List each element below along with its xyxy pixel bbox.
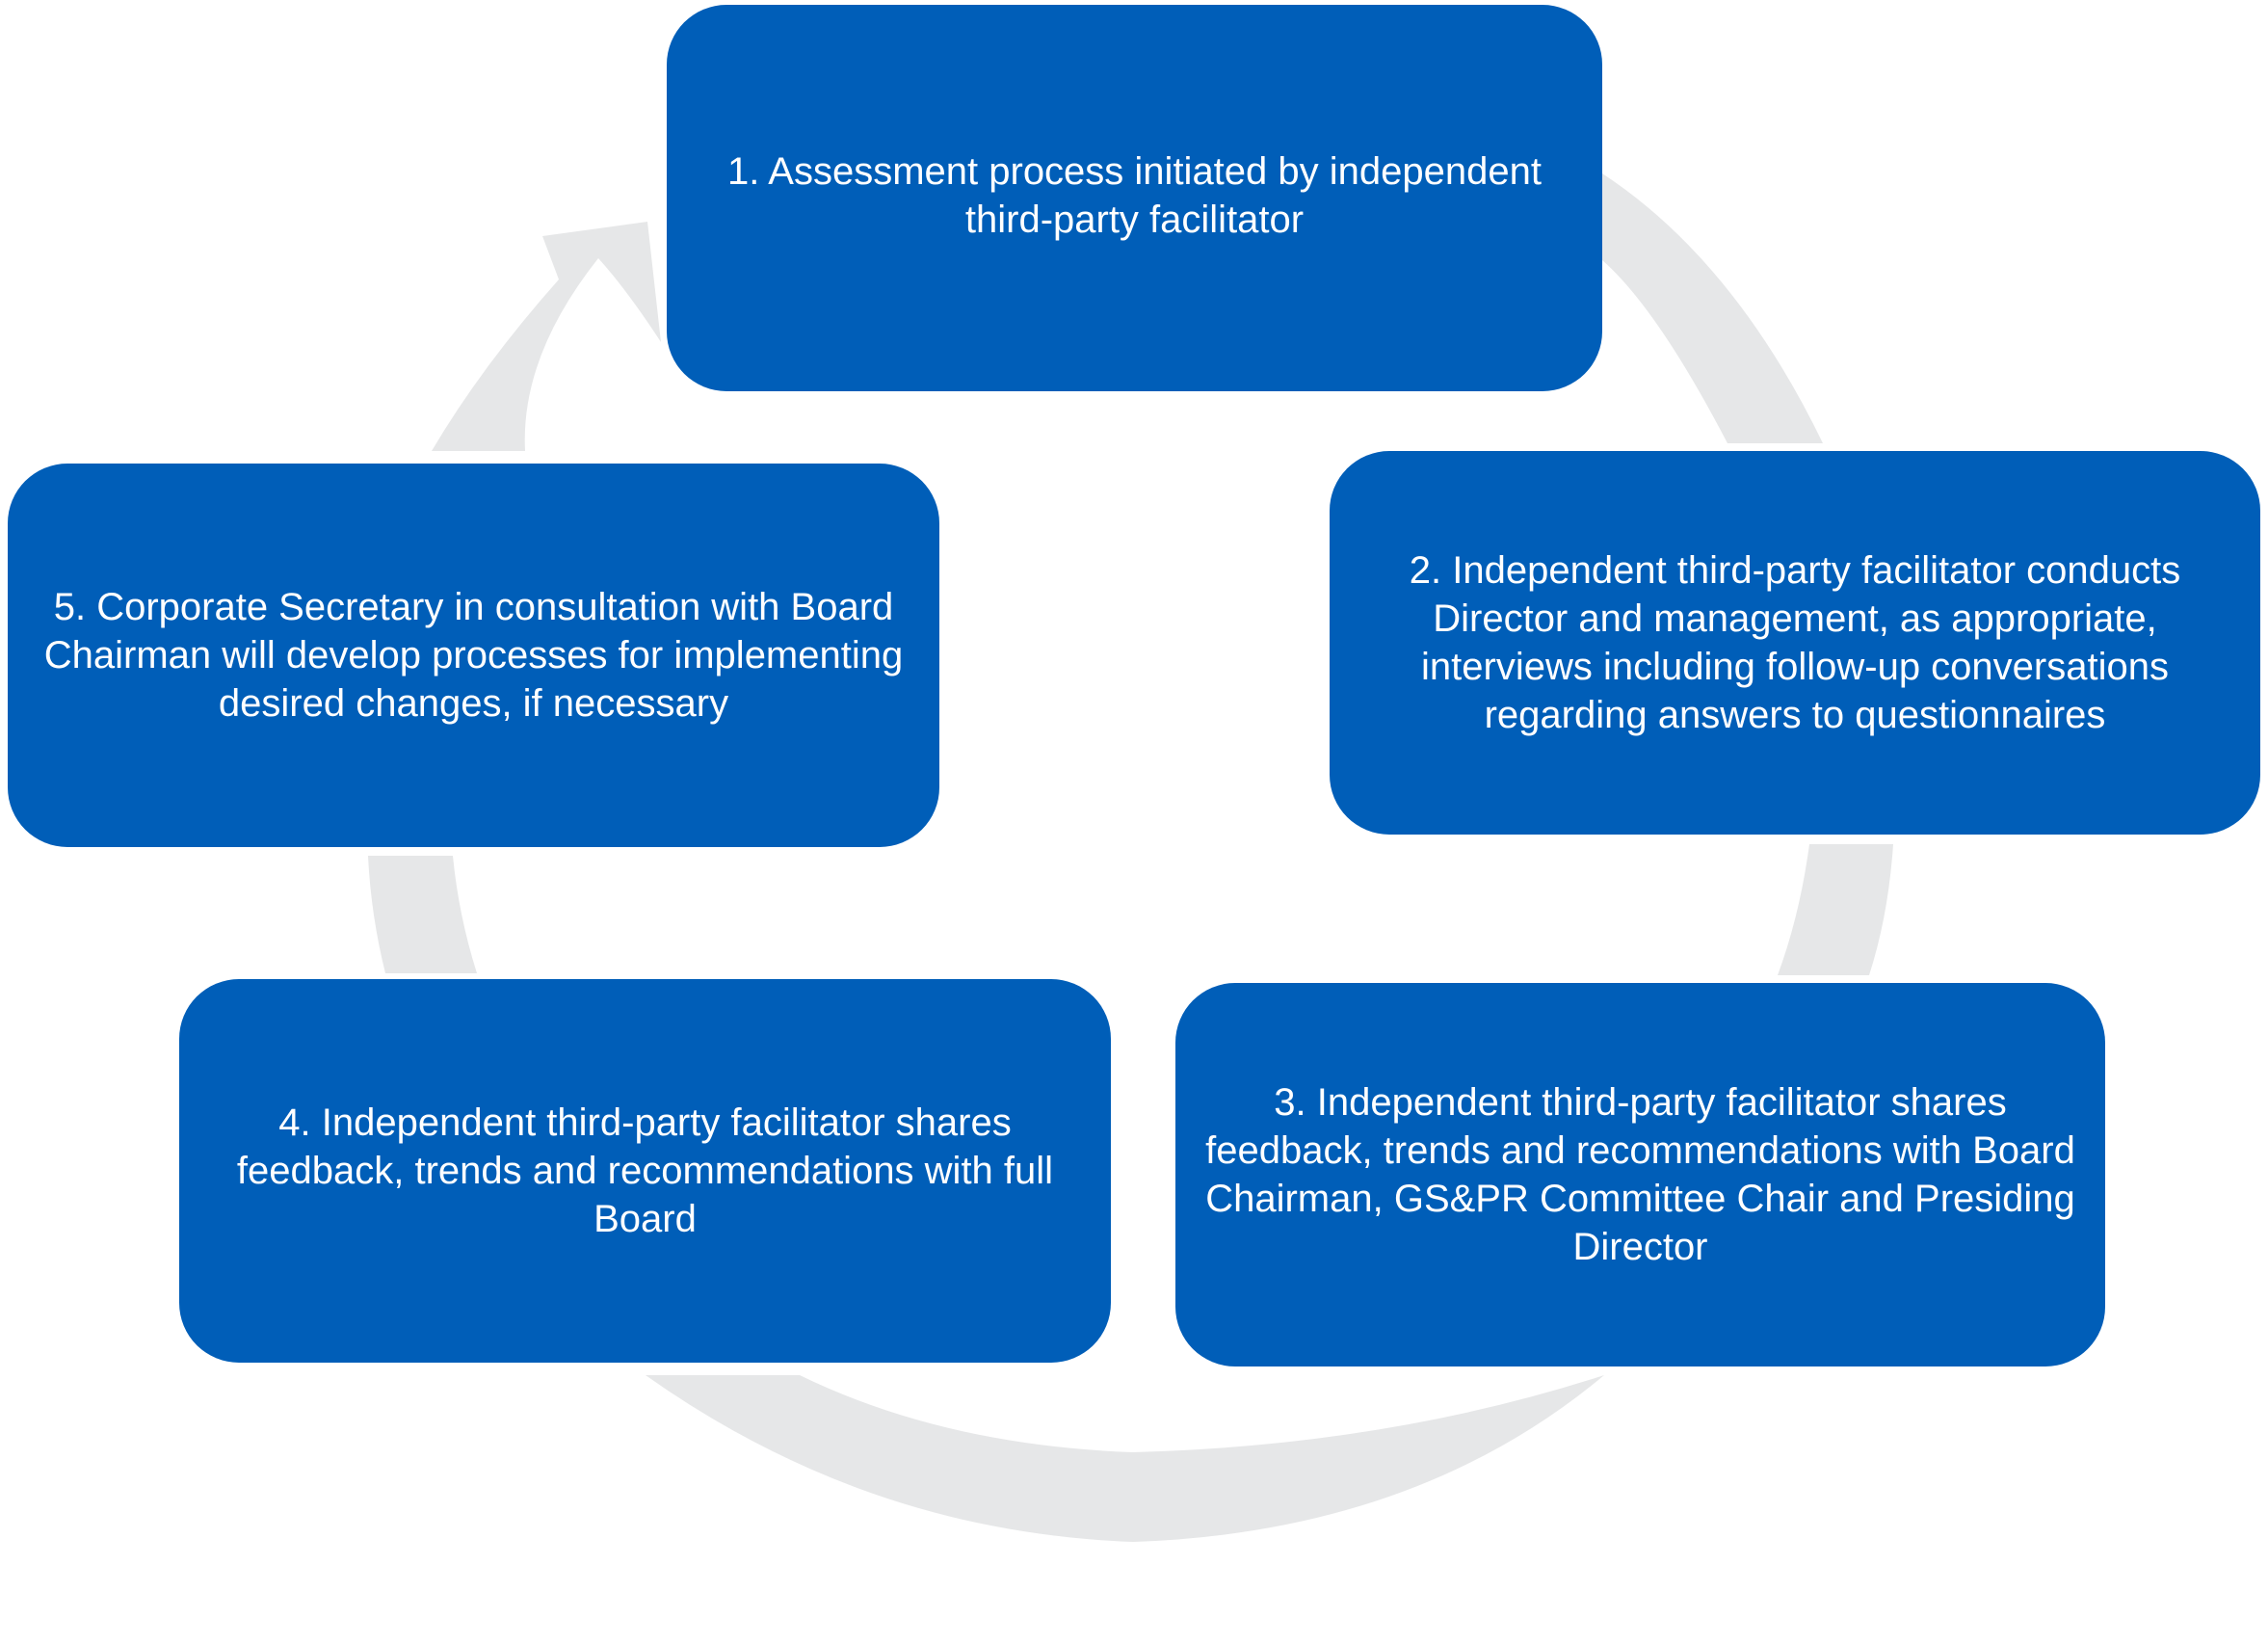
step-2-box: 2. Independent third-party facilitator c… [1330, 451, 2260, 835]
step-3-text: 3. Independent third-party facilitator s… [1205, 1081, 2075, 1268]
step-4-text: 4. Independent third-party facilitator s… [236, 1101, 1054, 1240]
step-5-box: 5. Corporate Secretary in consultation w… [8, 464, 939, 847]
ring-arc-4-5 [368, 856, 477, 973]
ring-arc-3-4 [646, 1375, 1604, 1542]
ring-arc-2-3 [1778, 844, 1893, 975]
step-2-text: 2. Independent third-party facilitator c… [1409, 549, 2181, 736]
step-4-box: 4. Independent third-party facilitator s… [179, 979, 1111, 1363]
ring-arc-5-1 [432, 222, 661, 451]
step-1-text: 1. Assessment process initiated by indep… [727, 150, 1542, 241]
step-3-box: 3. Independent third-party facilitator s… [1175, 983, 2105, 1366]
step-1-box: 1. Assessment process initiated by indep… [667, 5, 1602, 391]
ring-arc-1-2 [1602, 173, 1823, 443]
step-5-text: 5. Corporate Secretary in consultation w… [43, 586, 904, 725]
